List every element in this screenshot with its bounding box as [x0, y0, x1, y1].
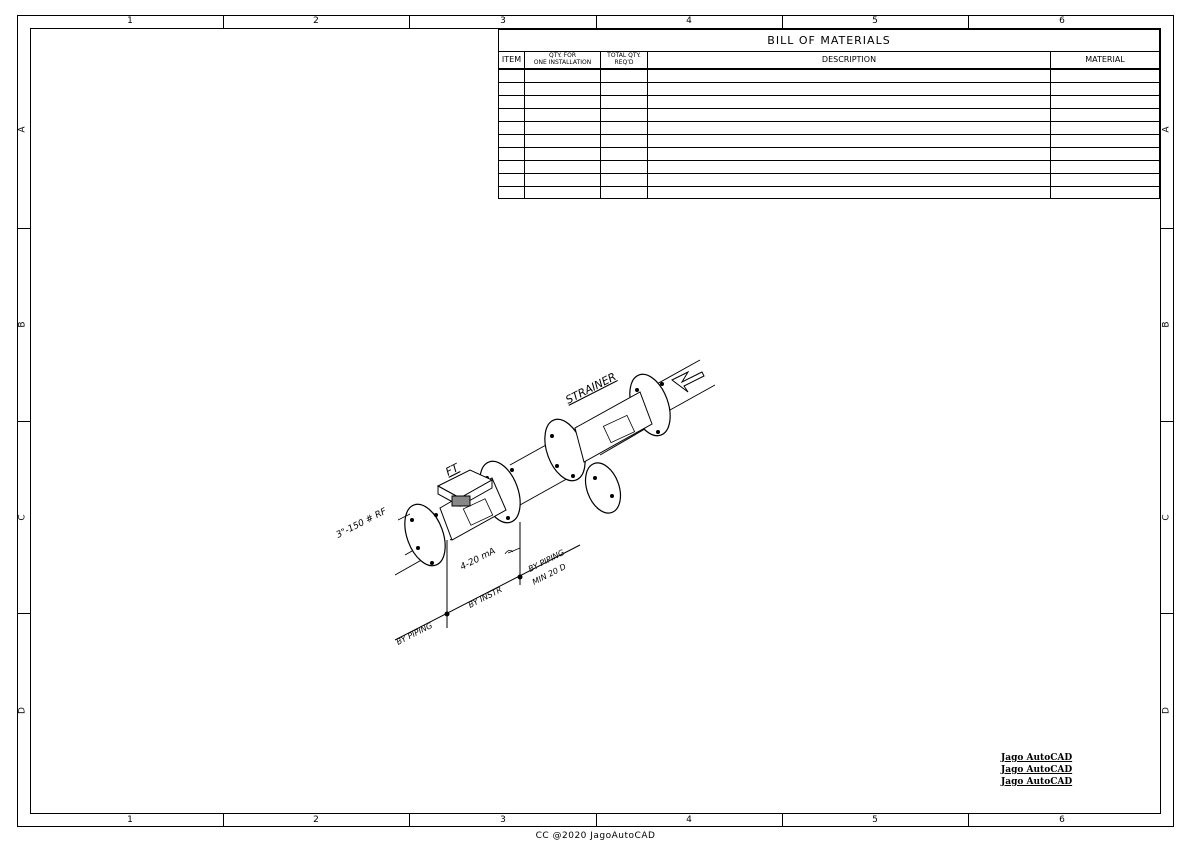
- bom-header-material: MATERIAL: [1085, 55, 1125, 64]
- bom-header-qty: QTY. FOR ONE INSTALLATION: [525, 51, 601, 68]
- zone-col-3-top: 3: [500, 16, 506, 26]
- bom-row: [499, 186, 1159, 198]
- watermark-line: Jago AutoCAD: [1001, 753, 1073, 763]
- watermark-line: Jago AutoCAD: [1001, 765, 1073, 775]
- label-strainer: STRAINER: [563, 370, 618, 407]
- zone-row-d-left: D: [17, 707, 28, 714]
- bom-header-rule: [499, 68, 1159, 70]
- watermark-line: Jago AutoCAD: [1001, 777, 1073, 787]
- bom-title: BILL OF MATERIALS: [499, 30, 1159, 52]
- zone-col-6-bottom: 6: [1059, 815, 1065, 825]
- zone-col-3-bottom: 3: [500, 815, 506, 825]
- bom-header-description: DESCRIPTION: [648, 51, 1051, 68]
- zone-row-a-left: A: [17, 126, 28, 133]
- bom-row: [499, 108, 1159, 120]
- bom-header-total-line2: REQ'D: [614, 59, 634, 66]
- flange-strainer-basket: [584, 462, 622, 514]
- bom-row: [499, 82, 1159, 94]
- zone-col-2-bottom: 2: [313, 815, 319, 825]
- bom-row: [499, 134, 1159, 146]
- isometric-piping-drawing: STRAINER FT 3"-150 # RF 4-20 mA BY PIPIN…: [335, 359, 716, 647]
- zone-col-2-top: 2: [313, 16, 319, 26]
- bom-row: [499, 95, 1159, 107]
- zone-row-d-right: D: [1161, 707, 1172, 714]
- strainer-nameplate: [602, 414, 636, 444]
- bom-row: [499, 121, 1159, 133]
- ft-transmitter-head: [436, 469, 494, 507]
- zone-row-b-left: B: [17, 321, 28, 328]
- zone-col-1-top: 1: [127, 16, 133, 26]
- zone-row-b-right: B: [1161, 321, 1172, 328]
- bom-row: [499, 173, 1159, 185]
- label-signal: 4-20 mA: [459, 546, 498, 572]
- bom-header-total: TOTAL QTY. REQ'D: [601, 51, 648, 68]
- bom-header-qty-line2: ONE INSTALLATION: [533, 59, 592, 66]
- bom-grid: [524, 68, 1051, 199]
- zone-col-5-bottom: 5: [872, 815, 878, 825]
- zone-col-5-top: 5: [872, 16, 878, 26]
- zone-col-4-bottom: 4: [686, 815, 692, 825]
- zone-col-4-top: 4: [686, 16, 692, 26]
- flange-left-outlet: [404, 503, 446, 567]
- dimension-line: [394, 522, 581, 641]
- flow-direction-arrow: [671, 370, 705, 393]
- bom-header-qty-line1: QTY. FOR: [549, 52, 576, 59]
- label-by-piping-left: BY PIPING: [395, 621, 434, 647]
- zone-row-a-right: A: [1161, 126, 1172, 133]
- copyright-footer: CC @2020 JagoAutoCAD: [535, 831, 656, 841]
- bill-of-materials-table: BILL OF MATERIALS ITEM QTY. FOR ONE INST…: [498, 29, 1160, 199]
- zone-col-1-bottom: 1: [127, 815, 133, 825]
- bom-row: [499, 160, 1159, 172]
- zone-row-c-left: C: [17, 514, 28, 521]
- label-by-instr: BY INSTR: [467, 585, 504, 610]
- zone-row-c-right: C: [1161, 514, 1172, 521]
- ft-nameplate: [462, 498, 494, 526]
- bom-header-item: ITEM: [499, 51, 525, 68]
- bom-row: [499, 147, 1159, 159]
- zone-col-6-top: 6: [1059, 16, 1065, 26]
- label-flange-rating: 3"-150 # RF: [335, 506, 389, 540]
- bom-header-total-line1: TOTAL QTY.: [607, 52, 641, 59]
